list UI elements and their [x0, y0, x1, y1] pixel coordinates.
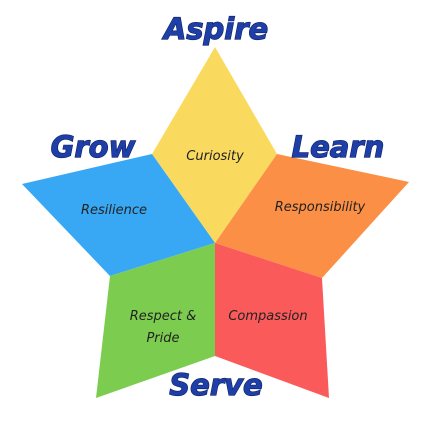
value-compassion: Compassion [228, 309, 307, 324]
heading-learn: Learn [292, 130, 385, 164]
segment-responsibility [215, 154, 409, 278]
heading-grow: Grow [51, 130, 136, 164]
segment-respect-pride [96, 243, 215, 398]
heading-aspire: Aspire [162, 12, 268, 46]
segment-curiosity [152, 47, 277, 243]
value-respect-line1: Respect & [130, 309, 197, 324]
segment-compassion [215, 243, 329, 398]
value-curiosity: Curiosity [186, 149, 244, 164]
value-responsibility: Responsibility [275, 200, 366, 215]
value-respect-line2: Pride [146, 331, 179, 346]
heading-serve: Serve [169, 368, 262, 402]
segment-resilience [22, 154, 215, 276]
value-resilience: Resilience [81, 203, 147, 218]
